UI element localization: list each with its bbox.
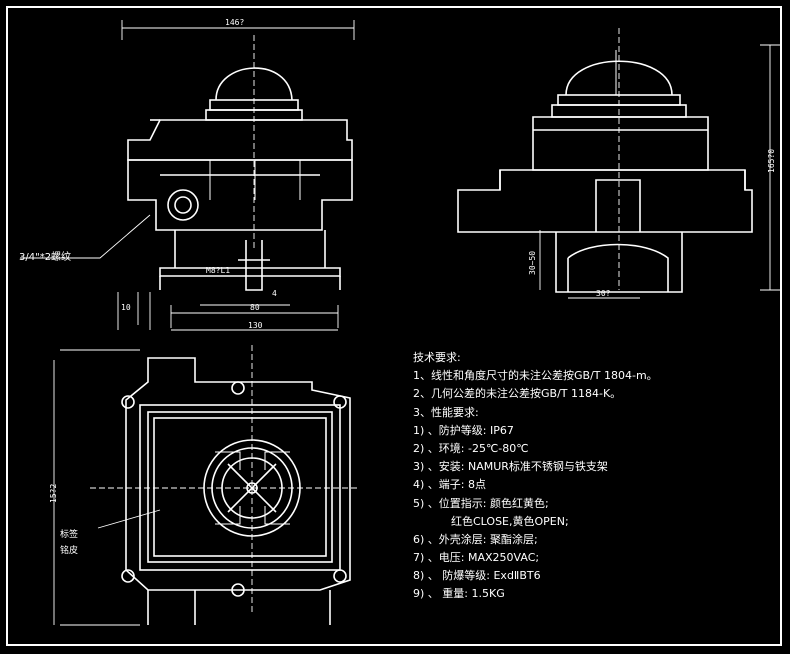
dim-small: 4 [272,289,277,298]
dim-height-right: 165?0 [767,149,776,173]
nameplate-label-1: 标签 [60,530,79,540]
dim-left-height: 10 [121,303,131,312]
side-view: 165?0 30~50 30? [457,28,780,299]
dim-base-height: 30~50 [528,251,537,275]
dim-plan-height: 15?2 [49,484,58,503]
perf-4: 4) 、端子: 8点 [413,478,486,492]
note-2: 2、几何公差的未注公差按GB/T 1184-K。 [413,387,622,401]
dim-bolt: M8?L1 [206,266,230,275]
perf-7: 7) 、电压: MAX250VAC; [413,551,540,565]
perf-8: 8) 、 防爆等级: ExdⅡBT6 [413,569,541,583]
dim-center: 80 [250,303,260,312]
notes-title: 技术要求: [413,351,461,364]
perf-5b: 红色CLOSE,黄色OPEN; [451,514,569,528]
nameplate-label-2: 铭皮 [60,546,79,556]
technical-requirements: 技术要求: 1、线性和角度尺寸的未注公差按GB/T 1804-m。 2、几何公差… [413,349,658,604]
drawing-border [6,6,782,646]
plan-view: 15?2 [49,345,360,626]
perf-2: 2) 、环境: -25℃-80℃ [413,441,529,455]
perf-5: 5) 、位置指示: 颜色红黄色; [413,496,549,510]
perf-1: 1) 、防护等级: IP67 [413,423,514,437]
dim-base-width: 30? [596,289,611,298]
note-3: 3、性能要求: [413,405,479,419]
perf-6: 6) 、外壳涂层: 聚酯涂层; [413,532,538,546]
dim-width-top: 146? [225,18,244,27]
perf-3: 3) 、安装: NAMUR标准不锈钢与铁支架 [413,460,608,474]
dim-overall: 130 [248,321,263,330]
front-view: 146? M8?L1 80 130 4 10 [20,18,355,331]
thread-callout: 3/4"*2螺纹 [19,252,72,263]
note-1: 1、线性和角度尺寸的未注公差按GB/T 1804-m。 [413,369,658,383]
perf-9: 9) 、 重量: 1.5KG [413,587,505,601]
nameplate-callout: 标签 铭皮 [60,527,84,559]
